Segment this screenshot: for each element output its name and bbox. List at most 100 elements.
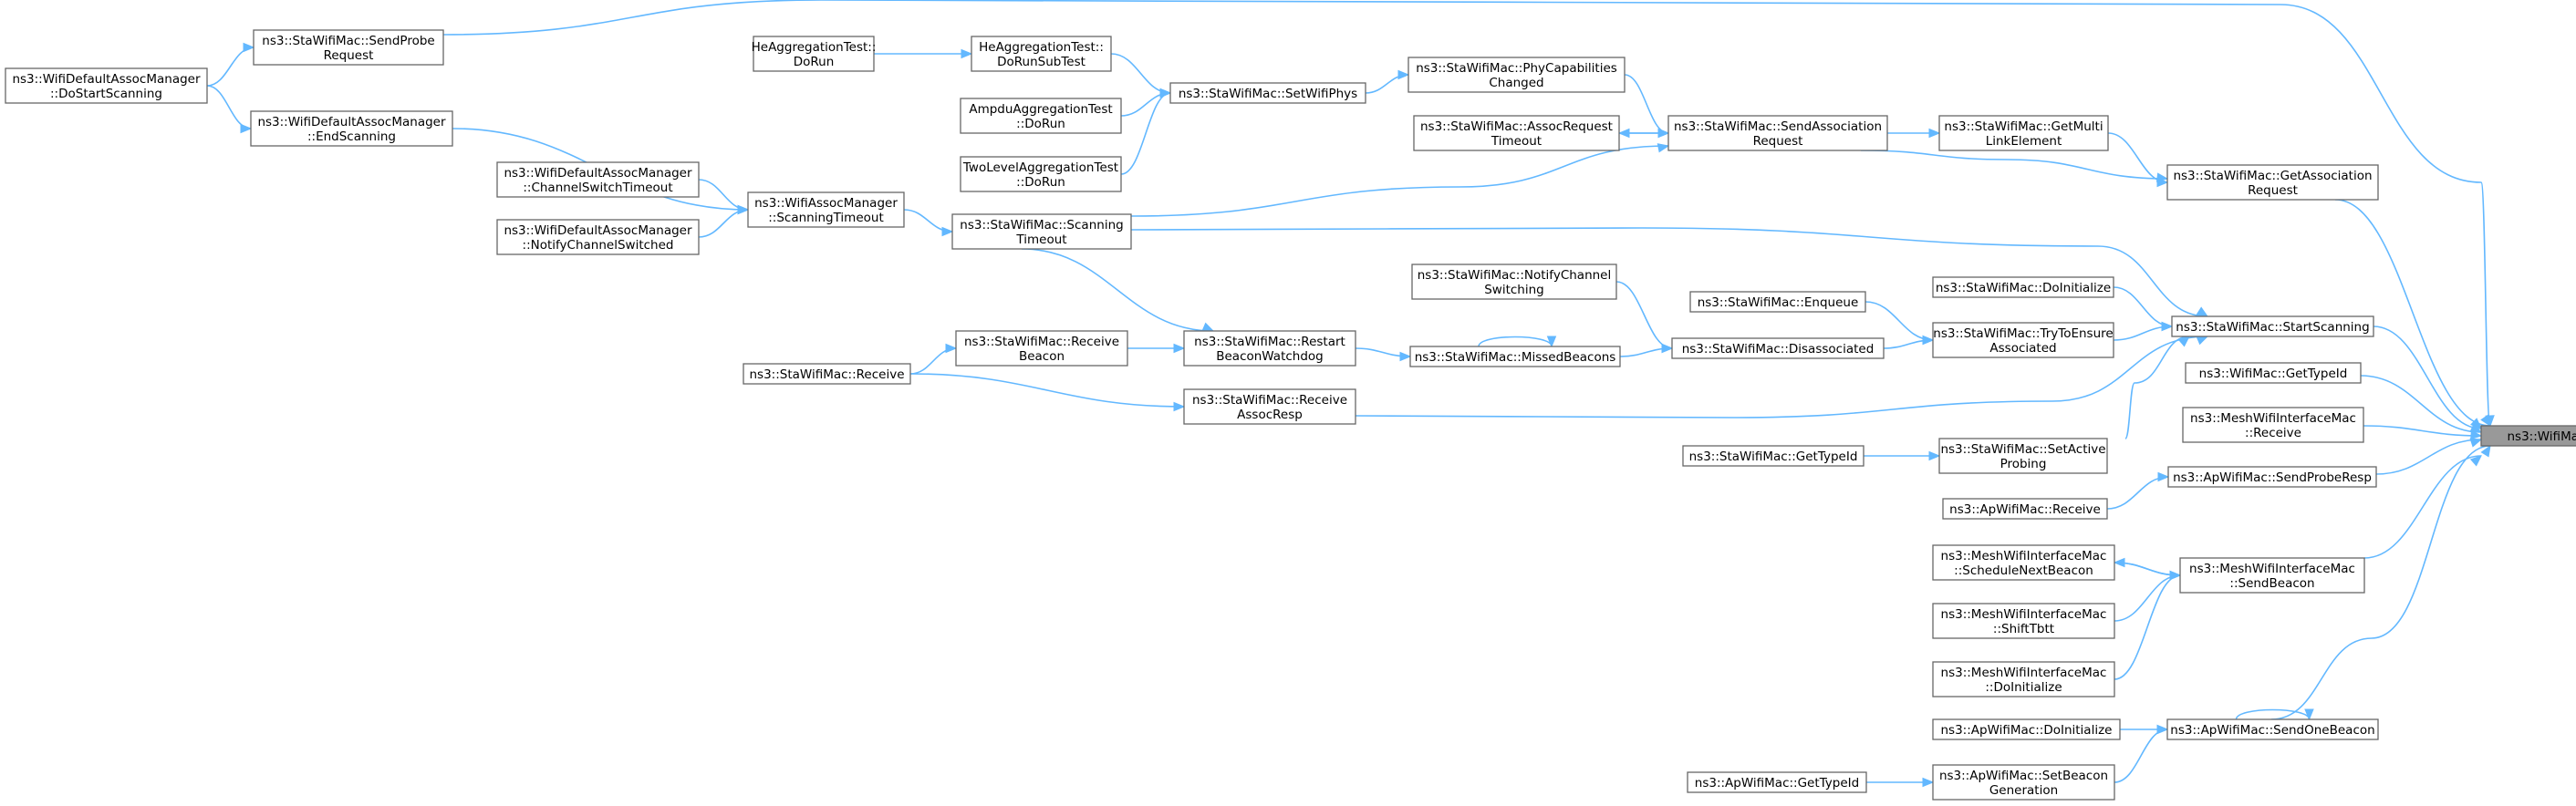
- edge-sta_phycap-to-sta_sendassocreq: [1624, 74, 1670, 139]
- node-box: [960, 156, 1122, 192]
- edge-mesh_receive-to-getssid-arrowhead: [2470, 429, 2483, 440]
- edge-sta_sendprobe-to-getssid-line: [442, 0, 2491, 427]
- node-defassoc-endscan[interactable]: ns3::WifiDefaultAssocManager::EndScannin…: [250, 110, 453, 147]
- node-mesh-sendbeacon[interactable]: ns3::MeshWifiInterfaceMac::SendBeacon: [2179, 557, 2365, 594]
- node-label-line: DoRunSubTest: [997, 55, 1085, 69]
- node-defassoc-chswitch[interactable]: ns3::WifiDefaultAssocManager::ChannelSwi…: [496, 161, 700, 198]
- node-mesh-schednextbeacon[interactable]: ns3::MeshWifiInterfaceMac::ScheduleNextB…: [1932, 544, 2115, 581]
- edge-he_dorun-to-he_dorunsub-arrowhead: [961, 48, 973, 59]
- node-sta-enqueue[interactable]: ns3::StaWifiMac::Enqueue: [1689, 291, 1866, 313]
- node-box: [1932, 718, 2121, 740]
- node-he-dorunsub[interactable]: HeAggregationTest::DoRunSubTest: [971, 36, 1112, 72]
- node-mesh-doinit[interactable]: ns3::MeshWifiInterfaceMac::DoInitialize: [1932, 661, 2115, 698]
- node-label-line: ns3::StaWifiMac::StartScanning: [2176, 320, 2369, 335]
- node-mesh-receive[interactable]: ns3::MeshWifiInterfaceMac::Receive: [2182, 407, 2364, 443]
- node-ap-doinit[interactable]: ns3::ApWifiMac::DoInitialize: [1932, 718, 2121, 740]
- node-mesh-shifttbtt[interactable]: ns3::MeshWifiInterfaceMac::ShiftTbtt: [1932, 603, 2115, 639]
- node-he-dorun[interactable]: HeAggregationTest::DoRun: [752, 36, 877, 72]
- edge-ap_sendproberesp-to-getssid: [2375, 438, 2483, 475]
- node-label-line: ::ShiftTbtt: [1993, 622, 2054, 636]
- edge-twolevel_dorun-to-sta_setwifiphys: [1120, 88, 1172, 175]
- edge-sta_startscan-to-getssid: [2373, 326, 2482, 429]
- node-label-line: ns3::ApWifiMac::SendProbeResp: [2173, 470, 2372, 485]
- node-label-line: ns3::WifiDefaultAssocManager: [257, 115, 446, 129]
- node-box: [1932, 603, 2115, 639]
- node-box: [747, 191, 905, 228]
- node-defassoc-dostart[interactable]: ns3::WifiDefaultAssocManager::DoStartSca…: [5, 67, 208, 104]
- node-sta-scantimeout[interactable]: ns3::StaWifiMac::ScanningTimeout: [951, 213, 1132, 250]
- node-label-line: ns3::MeshWifiInterfaceMac: [2189, 562, 2355, 576]
- node-box: [1932, 544, 2115, 581]
- edge-sta_sendassocreq-to-sta_getassocreq: [1860, 150, 2169, 182]
- edge-ap_sendonebeacon-to-ap_sendonebeacon-arrowhead: [2304, 708, 2314, 721]
- node-label-line: HeAggregationTest::: [752, 40, 877, 55]
- edge-sta_setactiveprobing-to-sta_startscan: [2124, 336, 2191, 439]
- node-box: [2185, 362, 2362, 384]
- edge-twolevel_dorun-to-sta_setwifiphys-arrowhead: [1159, 88, 1172, 98]
- node-sta-startscan[interactable]: ns3::StaWifiMac::StartScanning: [2171, 315, 2374, 337]
- node-sta-doinit[interactable]: ns3::StaWifiMac::DoInitialize: [1932, 276, 2114, 298]
- node-box: [1671, 337, 1885, 359]
- edge-sta_scantimeout-to-sta_restartbeacon-arrowhead: [1201, 322, 1215, 332]
- node-label-line: ns3::StaWifiMac::PhyCapabilities: [1416, 61, 1617, 76]
- node-ap-sendproberesp[interactable]: ns3::ApWifiMac::SendProbeResp: [2167, 466, 2377, 488]
- node-getssid[interactable]: ns3::WifiMac::GetSsid: [2480, 425, 2576, 447]
- edge-assoc_scantimeout-to-sta_scantimeout-arrowhead: [941, 226, 954, 237]
- node-sta-disassoc[interactable]: ns3::StaWifiMac::Disassociated: [1671, 337, 1885, 359]
- edge-sta_sendassocreq-to-sta_getassocreq-arrowhead: [2155, 172, 2169, 182]
- node-box: [2166, 164, 2379, 201]
- node-ap-sendonebeacon[interactable]: ns3::ApWifiMac::SendOneBeacon: [2166, 718, 2379, 740]
- node-label-line: ns3::WifiAssocManager: [754, 196, 898, 211]
- node-box: [2480, 425, 2576, 447]
- node-sta-receive[interactable]: ns3::StaWifiMac::Receive: [743, 363, 911, 385]
- node-box: [1932, 322, 2114, 358]
- node-twolevel-dorun[interactable]: TwoLevelAggregationTest::DoRun: [960, 156, 1122, 192]
- edge-sta_receive-to-sta_recvassocresp-line: [909, 373, 1185, 408]
- node-sta-missedbeacons[interactable]: ns3::StaWifiMac::MissedBeacons: [1409, 346, 1621, 367]
- node-label-line: ::ChannelSwitchTimeout: [523, 181, 672, 195]
- node-sta-setwifiphys[interactable]: ns3::StaWifiMac::SetWifiPhys: [1169, 82, 1366, 104]
- node-ap-receive[interactable]: ns3::ApWifiMac::Receive: [1942, 498, 2108, 520]
- node-ampdu-dorun[interactable]: AmpduAggregationTest::DoRun: [960, 98, 1122, 134]
- edge-sta_missedbeacons-to-sta_missedbeacons-arrowhead: [1546, 336, 1557, 348]
- node-label-line: ns3::MeshWifiInterfaceMac: [1941, 607, 2107, 622]
- node-label-line: ns3::StaWifiMac::NotifyChannel: [1418, 268, 1612, 283]
- node-box: [1407, 57, 1626, 93]
- node-defassoc-notifych[interactable]: ns3::WifiDefaultAssocManager::NotifyChan…: [496, 219, 700, 255]
- edge-ap_setbeacongen-to-ap_sendonebeacon-line: [2114, 728, 2168, 783]
- node-box: [1938, 438, 2108, 474]
- node-assoc-scantimeout[interactable]: ns3::WifiAssocManager::ScanningTimeout: [747, 191, 905, 228]
- node-label-line: ns3::StaWifiMac::SendProbe: [262, 34, 434, 48]
- edge-defassoc_dostart-to-defassoc_endscan-arrowhead: [240, 123, 253, 134]
- edge-ap_receive-to-ap_sendproberesp-line: [2106, 476, 2169, 510]
- edge-ap_receive-to-ap_sendproberesp: [2106, 471, 2170, 510]
- node-box: [753, 36, 875, 72]
- edge-sta_receive-to-sta_recvassocresp-arrowhead: [1173, 401, 1186, 412]
- node-ap-gettypeid[interactable]: ns3::ApWifiMac::GetTypeId: [1687, 771, 1867, 793]
- edge-sta_receive-to-sta_recvbeacon: [909, 343, 958, 375]
- node-label-line: ns3::ApWifiMac::SendOneBeacon: [2170, 723, 2374, 738]
- node-label-line: Request: [2248, 183, 2298, 198]
- node-sta-gettypeid[interactable]: ns3::StaWifiMac::GetTypeId: [1682, 445, 1864, 467]
- edge-sta_gettypeid-to-sta_setactiveprobing: [1863, 450, 1941, 461]
- edge-mesh_doinit-to-mesh_sendbeacon-line: [2114, 574, 2181, 680]
- edge-defassoc_chswitch-to-assoc_scantimeout-line: [698, 179, 749, 211]
- node-label-line: ns3::StaWifiMac::Restart: [1194, 335, 1345, 349]
- edge-defassoc_dostart-to-defassoc_endscan: [206, 85, 253, 134]
- node-label-line: ns3::MeshWifiInterfaceMac: [1941, 666, 2107, 680]
- node-wifimac-gettypeid[interactable]: ns3::WifiMac::GetTypeId: [2185, 362, 2362, 384]
